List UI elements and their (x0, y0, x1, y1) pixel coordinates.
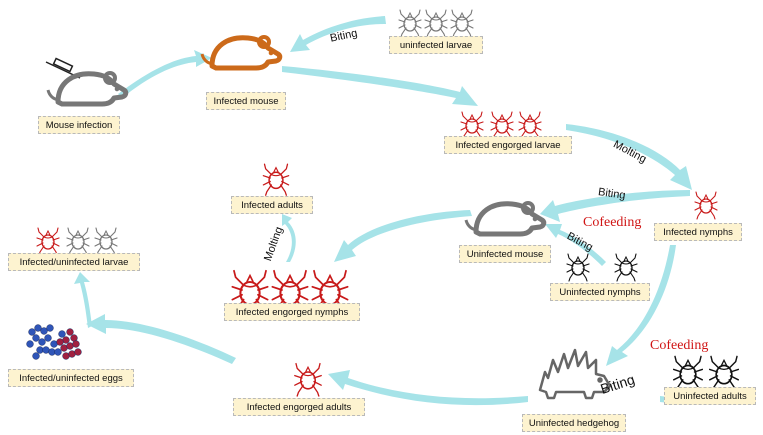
tick-icon (398, 9, 474, 38)
flow-arrows (74, 16, 700, 406)
egg (74, 348, 82, 356)
label-uninfected-hedgehog: Uninfected hedgehog (522, 414, 626, 432)
egg (56, 338, 64, 346)
egg (38, 338, 46, 346)
label-infected-engorged-larvae: Infected engorged larvae (444, 136, 572, 154)
tick-icon (36, 227, 118, 256)
label-uninfected-mouse: Uninfected mouse (459, 245, 551, 263)
arrow-molting-nymph-to-adult (282, 214, 296, 262)
egg (58, 330, 66, 338)
arrow-mouse-infection-to-infected-mouse (118, 50, 212, 98)
label-infected-engorged-nymphs: Infected engorged nymphs (224, 303, 360, 321)
hedgehog-icon (538, 348, 612, 400)
tick-icon (460, 111, 542, 140)
egg (66, 328, 74, 336)
tick-icon (294, 362, 322, 397)
label-infected-adults: Infected adults (231, 196, 313, 214)
egg (54, 348, 62, 356)
mouse-icon (202, 37, 280, 68)
tick-icon (262, 163, 290, 196)
label-infected-uninfected-eggs: Infected/uninfected eggs (8, 369, 134, 387)
egg (40, 327, 48, 335)
arrow-eggs-to-larvae (74, 272, 92, 328)
arrow-engorged-adults-to-eggs (86, 314, 236, 364)
arrow-cofeeding-nymphs-to-mouse (545, 224, 606, 266)
label-uninfected-adults: Uninfected adults (664, 387, 756, 405)
mouse-icon (48, 73, 126, 104)
arrow-infected-mouse-to-engorged-larvae (282, 66, 478, 106)
tick-icon (694, 191, 718, 220)
egg (72, 340, 80, 348)
annotation-cofeeding: Cofeeding (650, 338, 709, 353)
label-uninfected-nymphs: Uninfected nymphs (550, 283, 650, 301)
arrow-larvae-to-infected-mouse (290, 16, 386, 52)
egg (32, 352, 40, 360)
arrow-hedgehog-to-engorged-adults (328, 370, 528, 406)
arrow-uninfected-mouse-to-engorged-nymphs (334, 210, 472, 262)
label-mouse-infection: Mouse infection (38, 116, 120, 134)
label-infected-uninfected-larvae: Infected/uninfected larvae (8, 253, 140, 271)
arrow-nymphs-to-hedgehog (606, 245, 676, 366)
egg-cluster-icon (26, 324, 82, 360)
mouse-icon (466, 203, 544, 234)
label-uninfected-larvae: uninfected larvae (389, 36, 483, 54)
arrow-engorged-larvae-to-nymphs (566, 124, 692, 190)
label-infected-engorged-adults: Infected engorged adults (233, 398, 365, 416)
egg (32, 334, 40, 342)
label-infected-mouse: Infected mouse (206, 92, 286, 110)
egg (44, 334, 52, 342)
label-infected-nymphs: Infected nymphs (654, 223, 742, 241)
tick-icon (566, 253, 638, 282)
egg (26, 340, 34, 348)
egg (46, 324, 54, 332)
arrow-nymphs-to-uninfected-mouse (540, 190, 690, 222)
egg (28, 328, 36, 336)
annotation-cofeeding: Cofeeding (583, 215, 642, 230)
egg (34, 324, 42, 332)
